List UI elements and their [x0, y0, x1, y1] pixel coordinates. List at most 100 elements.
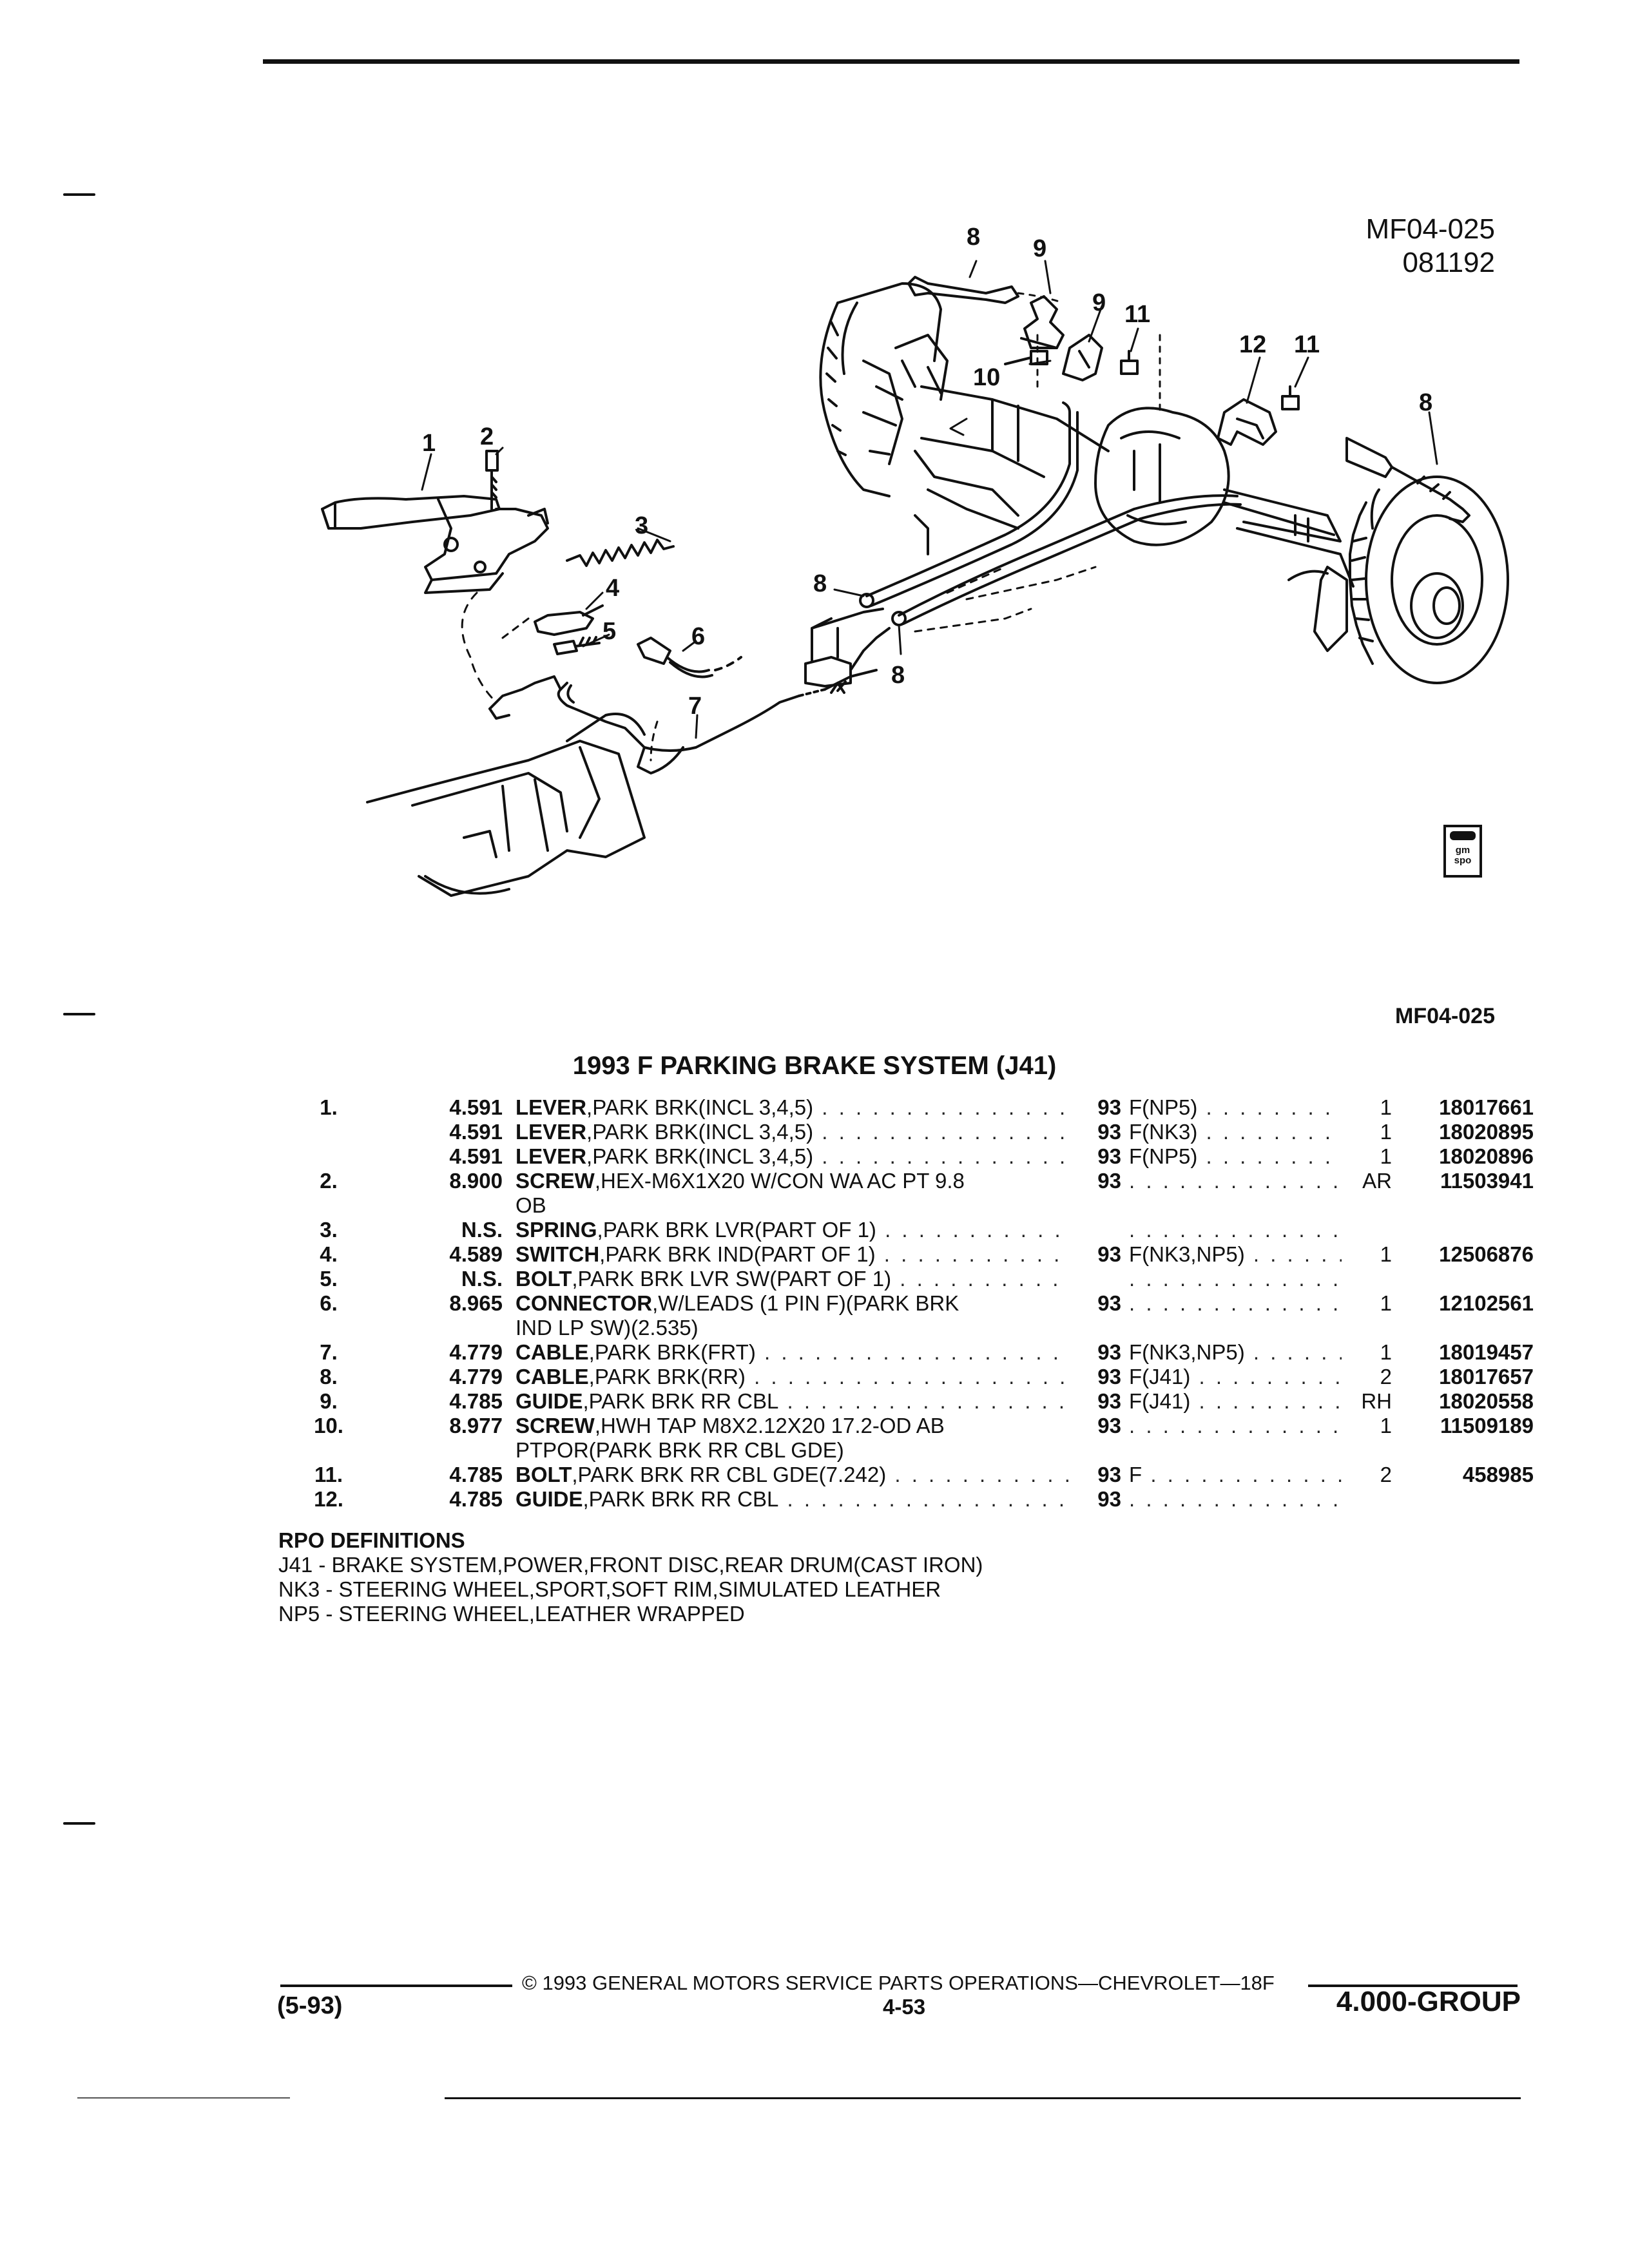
leader-dots: . . . . . . . . . . . . . . . . . . . . …	[883, 1242, 1070, 1266]
bottom-edge-rule	[445, 2097, 1521, 2099]
model-code-text: F(NK3,NP5)	[1129, 1242, 1245, 1266]
model-code-text: F(NK3)	[1129, 1120, 1198, 1144]
model-code: F(J41) . . . . . . . . . . .	[1121, 1365, 1342, 1389]
part-name: GUIDE	[516, 1487, 583, 1511]
cable-end-8-upper	[907, 276, 1019, 304]
item-number: 3.	[320, 1218, 338, 1242]
model-code-text: F(NP5)	[1129, 1144, 1198, 1168]
group-number: N.S.	[461, 1267, 503, 1291]
callout-12: 12	[1239, 331, 1266, 358]
callout-8: 8	[813, 570, 827, 597]
part-name: CABLE	[516, 1340, 589, 1364]
part-description: LEVER,PARK BRK(INCL 3,4,5) . . . . . . .…	[516, 1120, 1070, 1144]
part-name: SCREW	[516, 1414, 595, 1437]
model-code-text: F	[1129, 1463, 1142, 1486]
connector-6	[637, 637, 713, 678]
part-description: SPRING,PARK BRK LVR(PART OF 1) . . . . .…	[516, 1218, 1070, 1242]
leader-dots: . . . . . . .	[1253, 1340, 1342, 1364]
callout-9: 9	[1092, 289, 1106, 316]
model-code: . . . . . . . . . . . . . . . . .	[1121, 1218, 1342, 1242]
group-number: 4.779	[449, 1340, 503, 1364]
leader-dots: . . . . . . . . . . . . . . . . . . . . …	[885, 1218, 1070, 1242]
callout-5: 5	[602, 618, 616, 645]
model-year: 93	[1097, 1463, 1121, 1486]
group-number: 8.965	[449, 1291, 503, 1315]
logo-top-bar	[1450, 831, 1476, 840]
part-number: 18019457	[1439, 1340, 1534, 1364]
part-name: SCREW	[516, 1169, 595, 1193]
quantity: AR	[1362, 1169, 1392, 1193]
item-number: 5.	[320, 1267, 338, 1291]
model-year: 93	[1097, 1365, 1121, 1389]
part-number: 11503941	[1440, 1169, 1534, 1193]
leader-dots: . . . . . . . . . . . . . . . . .	[1129, 1487, 1342, 1511]
floor-pan	[366, 740, 646, 897]
model-code-text: F(J41)	[1129, 1389, 1191, 1413]
part-desc-text: ,PARK BRK(FRT)	[588, 1340, 756, 1364]
rear-cable-left	[865, 401, 1071, 597]
quantity: 1	[1380, 1291, 1392, 1315]
part-desc-text: ,PARK BRK RR CBL GDE(7.242)	[572, 1463, 887, 1486]
footer-date: (5-93)	[277, 1992, 343, 2019]
bolt-11	[1120, 350, 1139, 375]
margin-mark	[63, 193, 95, 196]
quantity: 1	[1380, 1414, 1392, 1437]
callout-8: 8	[891, 662, 905, 689]
leader-dots: . . . . . . . . . . . . . . . . .	[1129, 1169, 1342, 1193]
quantity: 1	[1380, 1144, 1392, 1168]
item-number: 11.	[314, 1463, 343, 1486]
footer-rule-right	[1308, 1984, 1518, 1987]
item-number: 2.	[320, 1169, 338, 1193]
model-year: 93	[1097, 1242, 1121, 1266]
part-desc-text: ,PARK BRK IND(PART OF 1)	[599, 1242, 876, 1266]
part-number: 18020558	[1439, 1389, 1534, 1413]
leader-dots: . . . . . . . . . . . . . . . . . . . . …	[822, 1144, 1070, 1168]
part-name: GUIDE	[516, 1389, 583, 1413]
leader-dots: . . . . . . . . . . . . . . . . .	[1129, 1267, 1342, 1291]
part-number: 12102561	[1439, 1291, 1534, 1315]
part-description: SCREW,HEX-M6X1X20 W/CON WA AC PT 9.8	[516, 1169, 1070, 1193]
part-desc-text: ,PARK BRK(RR)	[588, 1365, 746, 1389]
part-name: SWITCH	[516, 1242, 600, 1266]
part-desc-continued: PTPOR(PARK BRK RR CBL GDE)	[516, 1438, 844, 1462]
differential	[1094, 407, 1230, 546]
leader-dots: . . . . . . .	[1253, 1242, 1342, 1266]
quantity: 1	[1380, 1120, 1392, 1144]
model-code-text: F(NP5)	[1129, 1095, 1198, 1119]
part-name: CONNECTOR	[516, 1291, 653, 1315]
part-desc-text: ,PARK BRK LVR(PART OF 1)	[597, 1218, 876, 1242]
leader-dots: . . . . . . . . . . . . . . . . . . . . …	[822, 1095, 1070, 1119]
rpo-definitions: RPO DEFINITIONS J41 - BRAKE SYSTEM,POWER…	[278, 1528, 983, 1626]
callout-9: 9	[1033, 235, 1046, 262]
leader-dots: . . . . . . . . . . .	[1199, 1389, 1342, 1413]
part-name: BOLT	[516, 1267, 572, 1291]
part-description: CONNECTOR,W/LEADS (1 PIN F)(PARK BRK	[516, 1291, 1070, 1316]
group-number: 8.900	[449, 1169, 503, 1193]
group-number: 4.591	[449, 1095, 503, 1119]
model-code: . . . . . . . . . . . . . . . . .	[1121, 1487, 1342, 1512]
part-number: 12506876	[1439, 1242, 1534, 1266]
group-number: 4.785	[449, 1389, 503, 1413]
part-description: BOLT,PARK BRK RR CBL GDE(7.242) . . . . …	[516, 1463, 1070, 1487]
part-number: 11509189	[1440, 1414, 1534, 1437]
model-year: 93	[1097, 1414, 1121, 1437]
figure-date: 081192	[1402, 247, 1495, 278]
group-number: 8.977	[449, 1414, 503, 1437]
rear-cable-right	[898, 494, 1239, 617]
part-description: BOLT,PARK BRK LVR SW(PART OF 1) . . . . …	[516, 1267, 1070, 1291]
leader-dots: . . . . . . . . . . . . . . . . .	[1129, 1414, 1342, 1437]
quantity: 1	[1380, 1242, 1392, 1266]
bottom-edge-rule-left	[77, 2097, 290, 2099]
item-number: 7.	[320, 1340, 338, 1364]
model-code-text: F(J41)	[1129, 1365, 1191, 1389]
group-number: 4.779	[449, 1365, 503, 1389]
part-desc-text: ,HWH TAP M8X2.12X20 17.2-OD AB	[594, 1414, 945, 1437]
model-code: F(NP5) . . . . . . . . . . .	[1121, 1095, 1342, 1120]
cable-guide-9	[1023, 295, 1065, 349]
part-description: SCREW,HWH TAP M8X2.12X20 17.2-OD AB	[516, 1414, 1070, 1438]
callout-2: 2	[480, 423, 494, 450]
brake-drum-left	[819, 302, 891, 497]
rear-axle	[920, 385, 1110, 478]
part-description: CABLE,PARK BRK(RR) . . . . . . . . . . .…	[516, 1365, 1070, 1389]
part-description: GUIDE,PARK BRK RR CBL . . . . . . . . . …	[516, 1487, 1070, 1512]
